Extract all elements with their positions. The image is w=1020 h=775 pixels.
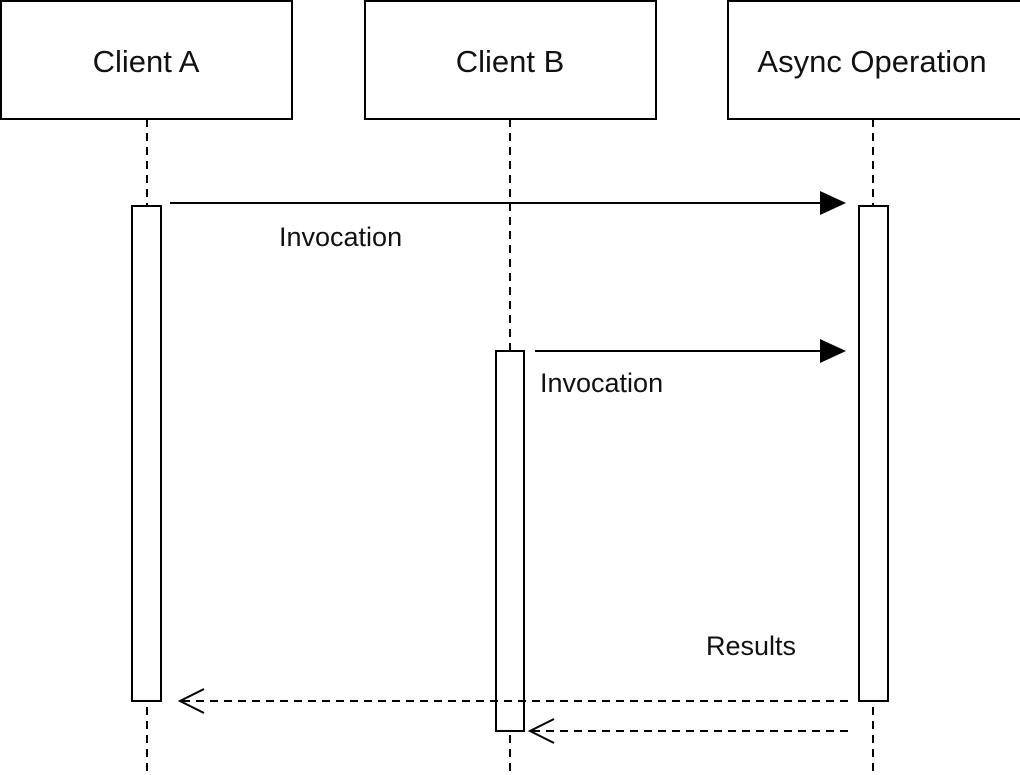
participant-label: Client A [93,44,200,79]
arrowhead-open [177,688,205,714]
arrowhead-solid [820,339,846,363]
activation-async-operation [858,205,889,702]
message-invocation-client-a: Invocation [170,191,846,252]
activation-client-a [131,205,162,702]
participant-client-a: Client A [0,0,293,120]
participant-client-b: Client B [364,0,657,120]
message-results-client-a: Results [177,631,848,714]
message-results-client-b [527,718,848,744]
message-invocation-client-b: Invocation [535,339,846,398]
participant-async-operation: Async Operation [727,0,1020,120]
message-label: Invocation [540,368,663,398]
arrowhead-solid [820,191,846,215]
participant-label: Async Operation [757,44,986,79]
message-label: Results [706,631,796,661]
arrowhead-open [527,718,555,744]
message-label: Invocation [279,222,402,252]
participant-label: Client B [456,44,565,79]
activation-client-b [495,350,525,732]
